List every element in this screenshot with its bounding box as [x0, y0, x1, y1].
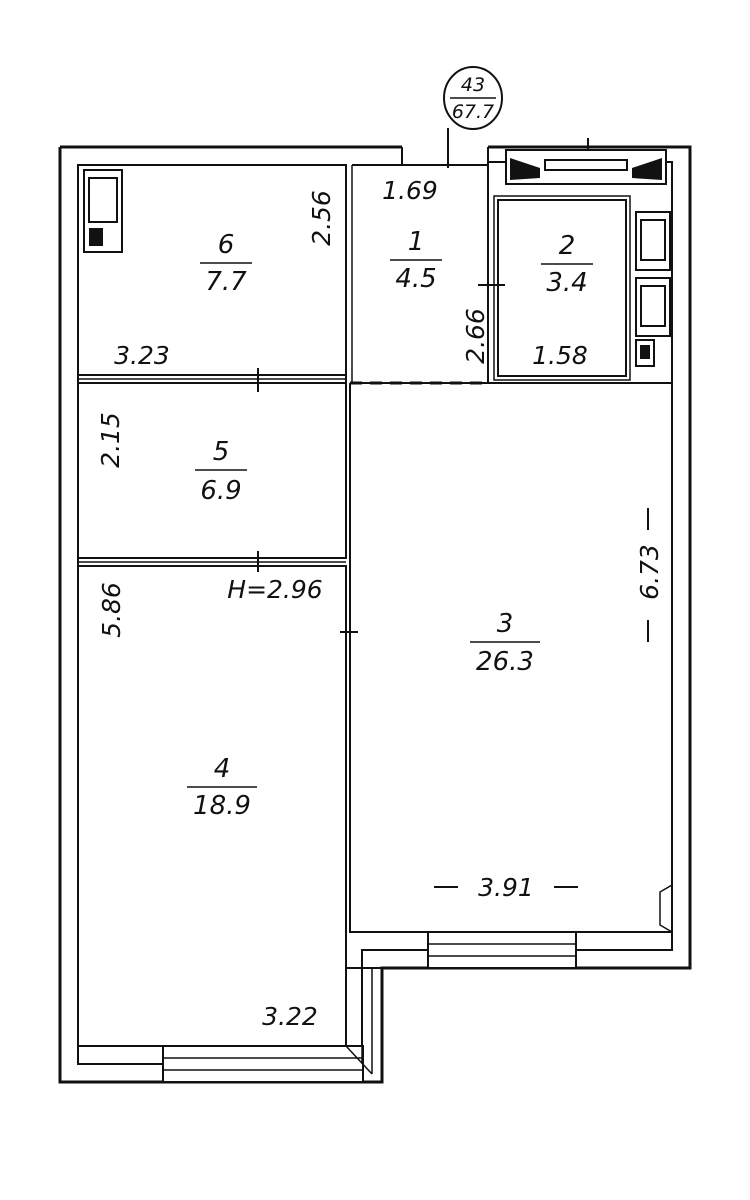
svg-text:18.9: 18.9 — [193, 791, 251, 821]
svg-text:5: 5 — [213, 437, 230, 467]
apartment-badge: 43 67.7 — [443, 66, 503, 168]
room-1-label: 1 4.5 — [390, 227, 442, 294]
apartment-number: 43 — [461, 74, 485, 96]
svg-text:4.5: 4.5 — [395, 264, 436, 294]
dim-room3-width-marker: 3.91 — [434, 873, 578, 902]
dim-room2-width: 1.58 — [532, 341, 588, 370]
apartment-total-area: 67.7 — [452, 101, 494, 123]
dim-room4-width: 3.22 — [262, 1002, 318, 1031]
room-2-label: 2 3.4 — [541, 231, 593, 298]
room-5-outline — [77, 382, 347, 559]
room-2-outline — [497, 199, 627, 377]
svg-text:3: 3 — [497, 609, 514, 639]
room-5-label: 5 6.9 — [195, 437, 247, 506]
room-6-label: 6 7.7 — [200, 230, 252, 297]
balcony-frame — [345, 967, 383, 1083]
svg-text:4: 4 — [214, 754, 231, 784]
window-room-4 — [162, 1045, 364, 1083]
room-3-label: 3 26.3 — [470, 609, 540, 677]
bathtub-icon — [505, 149, 667, 185]
dim-room1-width: 1.69 — [382, 176, 438, 205]
dim-room3-height-marker: 6.73 — [635, 508, 664, 642]
dim-room4-height: 5.86 — [97, 582, 126, 638]
washbasin-icon — [635, 211, 671, 271]
outer-walls — [58, 145, 692, 1084]
dim-room5-height: 2.15 — [96, 412, 125, 468]
toilet-icon — [635, 277, 671, 367]
svg-text:6.9: 6.9 — [200, 476, 241, 506]
window-room-3 — [427, 931, 577, 969]
svg-text:26.3: 26.3 — [476, 647, 534, 677]
svg-text:2: 2 — [559, 231, 576, 261]
dim-room3-height: 6.73 — [635, 544, 664, 600]
dim-room3-width: 3.91 — [478, 873, 534, 902]
dim-room6-height: 2.56 — [307, 190, 336, 246]
svg-text:6: 6 — [218, 230, 235, 260]
svg-text:3.4: 3.4 — [546, 268, 587, 298]
dim-room1-height: 2.66 — [461, 308, 490, 364]
sink-icon — [83, 169, 123, 253]
dim-ceiling-height: H=2.96 — [227, 575, 322, 604]
dim-room6-width: 3.23 — [114, 341, 170, 370]
svg-text:7.7: 7.7 — [205, 267, 247, 297]
svg-text:1: 1 — [408, 227, 425, 257]
room-4-label: 4 18.9 — [187, 754, 257, 821]
